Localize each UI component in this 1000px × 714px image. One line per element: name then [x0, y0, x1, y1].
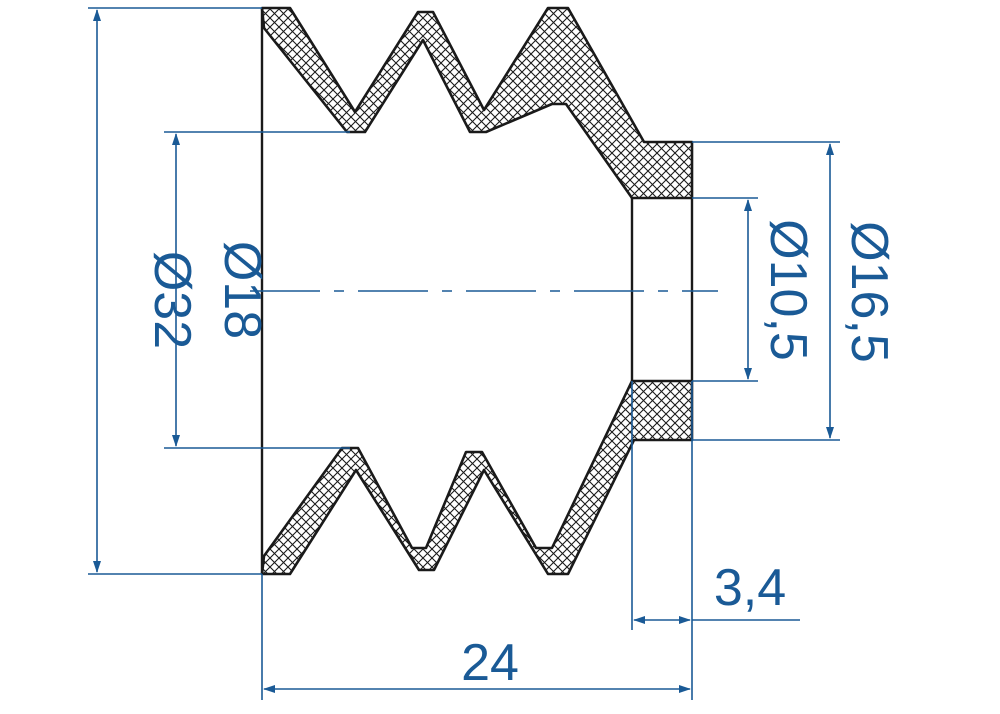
overall-length-label: 24 — [461, 634, 519, 692]
neck-length-label: 3,4 — [714, 559, 786, 617]
outer-diameter-label: Ø32 — [143, 251, 201, 349]
bore-diameter-label: Ø10,5 — [759, 219, 817, 361]
neck-diameter-label: Ø16,5 — [840, 221, 898, 363]
bellows-wall-bottom — [260, 379, 694, 576]
inner-diameter-label: Ø18 — [213, 241, 271, 339]
bellows-wall-top — [260, 6, 694, 200]
